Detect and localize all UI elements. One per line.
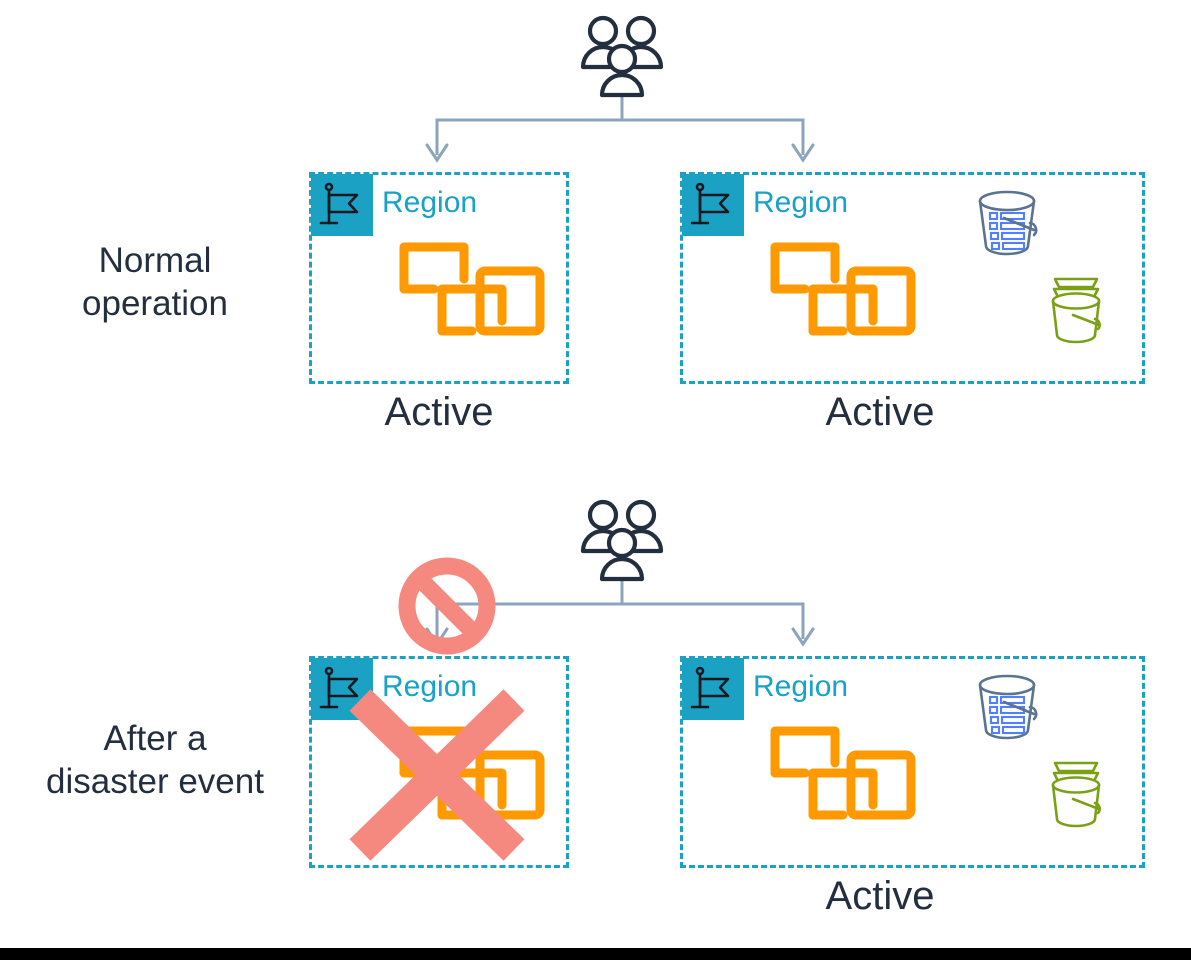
region-box-nw[interactable]: Region: [309, 172, 569, 384]
stacked-instances-icon: [767, 235, 919, 375]
database-bucket-icon: [968, 183, 1046, 261]
cross-out-icon: [346, 686, 528, 864]
flag-icon: [682, 658, 744, 720]
status-label-se: Active: [825, 874, 935, 918]
status-label-ne: Active: [825, 390, 935, 434]
bottom-bar: [0, 948, 1191, 960]
no-entry-icon: [398, 557, 496, 655]
status-label-nw: Active: [384, 390, 494, 434]
region-box-se[interactable]: Region: [680, 656, 1145, 868]
people-icon: [578, 498, 666, 582]
region-label: Region: [753, 670, 849, 703]
database-bucket-icon: [968, 667, 1046, 745]
region-box-ne[interactable]: Region: [680, 172, 1145, 384]
stacked-instances-icon: [767, 719, 919, 859]
region-label: Region: [753, 186, 849, 219]
object-storage-bucket-icon: [1045, 273, 1107, 345]
flag-icon: [311, 174, 373, 236]
flag-icon: [682, 174, 744, 236]
stacked-instances-icon: [396, 235, 548, 375]
row-caption-normal-operation: Normal operation: [82, 241, 228, 323]
row-caption-after-disaster: After a disaster event: [46, 719, 264, 801]
region-label: Region: [382, 186, 478, 219]
object-storage-bucket-icon: [1045, 757, 1107, 829]
people-icon: [578, 14, 666, 98]
region-label: Region: [382, 670, 478, 703]
